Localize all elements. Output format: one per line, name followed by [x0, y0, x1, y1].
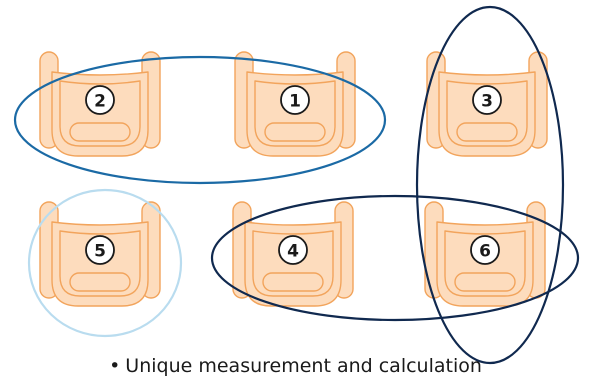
unit-number-badge: 1: [280, 85, 310, 115]
group-3-6-ellipse: [415, 5, 565, 365]
unit-number-label: 4: [287, 242, 299, 262]
unit-number-badge: 5: [85, 235, 115, 265]
unit-2: 2: [39, 51, 161, 157]
unit-4: 4: [232, 201, 354, 307]
unit-1: 1: [234, 51, 356, 157]
unit-handle: [454, 272, 516, 292]
unit-handle: [262, 272, 324, 292]
unit-5: 5: [39, 201, 161, 307]
unit-3: 3: [426, 51, 548, 157]
unit-number-label: 1: [289, 92, 301, 112]
footer-text: Unique measurement and calculation: [125, 355, 482, 377]
footer-caption: •Unique measurement and calculation: [0, 355, 591, 377]
unit-handle: [264, 122, 326, 142]
unit-6: 6: [424, 201, 546, 307]
footer-bullet: •: [109, 355, 121, 377]
unit-handle: [456, 122, 518, 142]
unit-number-label: 6: [479, 242, 491, 262]
unit-number-badge: 3: [472, 85, 502, 115]
unit-number-badge: 6: [470, 235, 500, 265]
unit-number-label: 3: [481, 92, 493, 112]
unit-handle: [69, 122, 131, 142]
group-5-ellipse: [27, 188, 183, 338]
group-4-6-ellipse: [210, 194, 580, 322]
unit-number-label: 2: [94, 92, 106, 112]
group-1-2-ellipse: [13, 55, 387, 185]
unit-number-badge: 2: [85, 85, 115, 115]
unit-handle: [69, 272, 131, 292]
unit-number-badge: 4: [278, 235, 308, 265]
unit-number-label: 5: [94, 242, 106, 262]
